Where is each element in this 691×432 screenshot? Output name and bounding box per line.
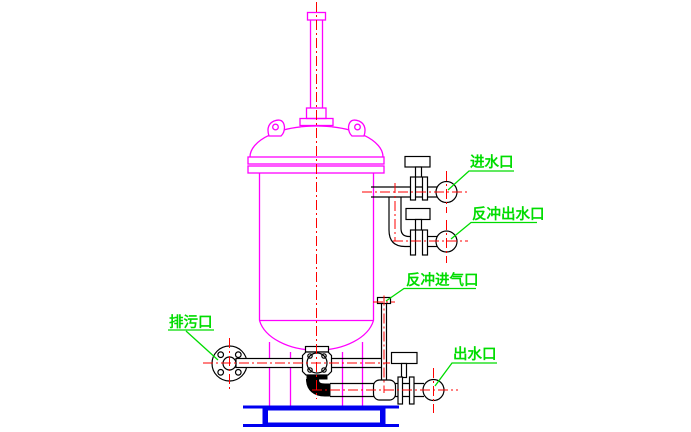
lug-hole-left	[272, 123, 279, 131]
centerlines	[203, 2, 468, 413]
branch-elbow-outer	[388, 197, 411, 248]
drain-outlet-label: 排污口	[169, 313, 213, 331]
label-water-outlet: 出水口	[434, 345, 497, 387]
base-frame	[262, 408, 386, 425]
lifting-lug-left	[267, 119, 286, 137]
label-drain-outlet: 排污口	[168, 313, 219, 361]
branch-elbow-inner	[400, 197, 411, 238]
drain-bolt-1	[217, 351, 225, 359]
drain-bolt-3	[217, 368, 225, 376]
backwash-valve-stem	[414, 218, 423, 231]
base-skid	[243, 405, 399, 427]
label-backwash-outlet: 反冲出水口	[450, 205, 545, 240]
backwash-valve-flange-left	[409, 229, 417, 256]
lifting-lug-right	[347, 119, 366, 137]
drain-bolt-4	[234, 368, 242, 376]
water-outlet-leader-line	[434, 362, 497, 387]
outlet-valve-handwheel	[390, 351, 418, 365]
drain-valve-bolt-2	[321, 353, 327, 359]
inlet-valve-flange-left	[409, 176, 417, 201]
backwash-valve-flange-right	[421, 229, 429, 256]
drain-valve-bolt-4	[321, 367, 327, 373]
water-outlet-label: 出水口	[453, 345, 497, 363]
outlet-valve-stem	[400, 362, 408, 379]
drain-elbow	[306, 378, 331, 397]
backwash-outlet-leader-line	[450, 221, 537, 240]
label-backwash-air-inlet: 反冲进气口	[385, 271, 479, 302]
drain-valve-bolt-1	[307, 353, 313, 359]
inlet-valve-stem	[414, 166, 423, 178]
backwash-outlet-label: 反冲出水口	[472, 205, 545, 223]
annotations: 进水口 反冲出水口 反冲进气口 排污口 出水口	[168, 153, 545, 387]
backwash-outlet-valve	[405, 207, 431, 256]
inlet-leader-line	[447, 170, 514, 191]
backwash-air-inlet-leader-line	[385, 287, 476, 302]
backwash-valve-handwheel	[405, 207, 431, 221]
inlet-valve	[404, 155, 431, 201]
lug-hole-right	[354, 123, 361, 131]
inlet-valve-handwheel	[404, 155, 431, 168]
drain-bolt-2	[234, 351, 242, 359]
label-inlet: 进水口	[447, 153, 514, 191]
vessel-dome	[249, 125, 384, 158]
drain-leader-line	[185, 330, 219, 361]
drain-valve-bottom-flange	[306, 374, 328, 380]
inlet-valve-flange-right	[421, 176, 429, 201]
drain-valve-bolt-3	[307, 367, 313, 373]
backwash-air-inlet-label: 反冲进气口	[406, 271, 479, 289]
inlet-label: 进水口	[470, 153, 514, 171]
